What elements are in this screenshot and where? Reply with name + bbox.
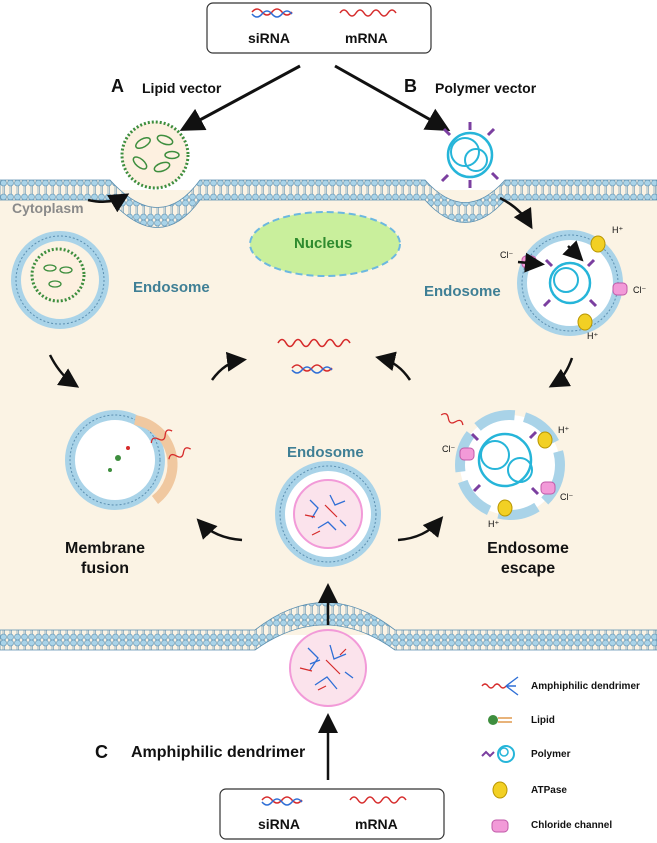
released-rna: [150, 429, 173, 444]
endosome-left-label: Endosome: [133, 279, 210, 296]
legend-chloride-label: Chloride channel: [531, 820, 613, 831]
atpase-icon: [492, 781, 508, 799]
arrow-to-lipid: [179, 64, 301, 131]
membrane-fusion-label-2: fusion: [81, 560, 129, 577]
atpase-icon: [590, 235, 606, 253]
top-sirna-label: siRNA: [248, 30, 291, 46]
h-plus-label: H⁺: [558, 425, 570, 435]
legend-polymer-label: Polymer: [531, 749, 571, 760]
dendrimer-nanoparticle: [289, 629, 367, 707]
endosome-right-label: Endosome: [424, 283, 501, 300]
cl-minus-label: Cl⁻: [560, 492, 574, 502]
legend-lipid-label: Lipid: [531, 715, 555, 726]
membrane-fusion-label-1: Membrane: [64, 540, 146, 557]
dendrimer-icon: [481, 676, 519, 696]
right-endosome: [517, 230, 628, 336]
released-rna: [440, 412, 464, 426]
atpase-icon: [577, 313, 593, 331]
released-rna: [168, 447, 192, 460]
chloride-channel-icon: [612, 282, 628, 296]
polymer-icon: [481, 745, 515, 763]
h-plus-label: H⁺: [488, 519, 500, 529]
bottom-membrane: [0, 602, 657, 651]
cl-minus-label: Cl⁻: [500, 250, 514, 260]
route-b-letter: B: [404, 76, 417, 96]
route-a-label: Lipid vector: [142, 80, 222, 96]
bottom-rna-box: [219, 788, 445, 840]
chloride-channel-icon: [491, 819, 509, 833]
cytoplasm-label: Cytoplasm: [12, 200, 84, 216]
bottom-sirna-label: siRNA: [258, 816, 301, 832]
bottom-mrna-label: mRNA: [355, 816, 398, 832]
nucleus: [249, 211, 401, 277]
atpase-icon: [537, 431, 553, 449]
released-sirna-strand: [291, 366, 333, 374]
center-endosome: [275, 461, 381, 567]
arrow-to-polymer: [334, 64, 451, 131]
chloride-channel-icon: [459, 447, 475, 461]
polymer-vector-particle: [440, 122, 500, 188]
sirna-icon: [261, 796, 303, 804]
released-mrna: [277, 338, 351, 348]
fusion-endosome: [65, 410, 178, 510]
top-mrna-label: mRNA: [345, 30, 388, 46]
mrna-icon: [339, 9, 397, 17]
endosome-escape-label-2: escape: [500, 560, 556, 577]
sirna-icon-strand: [251, 10, 293, 18]
endosome-center-label: Endosome: [287, 444, 364, 461]
h-plus-label: H⁺: [612, 225, 624, 235]
atpase-icon: [497, 499, 513, 517]
top-rna-box: [206, 2, 432, 54]
sirna-icon: [251, 8, 293, 16]
h-plus-label: H⁺: [587, 331, 599, 341]
lipid-vector-particle: [120, 120, 190, 190]
chloride-channel-icon: [540, 481, 556, 495]
route-c-letter: C: [95, 742, 108, 762]
left-endosome: [11, 231, 124, 329]
legend-atpase-label: ATPase: [531, 785, 567, 796]
cl-minus-label: Cl⁻: [633, 285, 647, 295]
route-c-label: Amphiphilic dendrimer: [131, 744, 306, 761]
route-a-letter: A: [111, 76, 124, 96]
top-membrane: [0, 179, 657, 228]
mrna-icon: [349, 796, 407, 804]
escape-endosome: [455, 410, 565, 520]
nucleus-label: Nucleus: [294, 235, 353, 252]
released-sirna: [291, 364, 333, 372]
lipid-icon: [488, 715, 512, 725]
legend-dendrimer-label: Amphiphilic dendrimer: [531, 681, 640, 692]
endosome-escape-label-1: Endosome: [487, 540, 569, 557]
legend-icons: [481, 676, 519, 833]
sirna-icon-strand: [261, 798, 303, 806]
route-b-label: Polymer vector: [435, 80, 537, 96]
process-arrows: [48, 193, 584, 780]
cl-minus-label: Cl⁻: [442, 444, 456, 454]
